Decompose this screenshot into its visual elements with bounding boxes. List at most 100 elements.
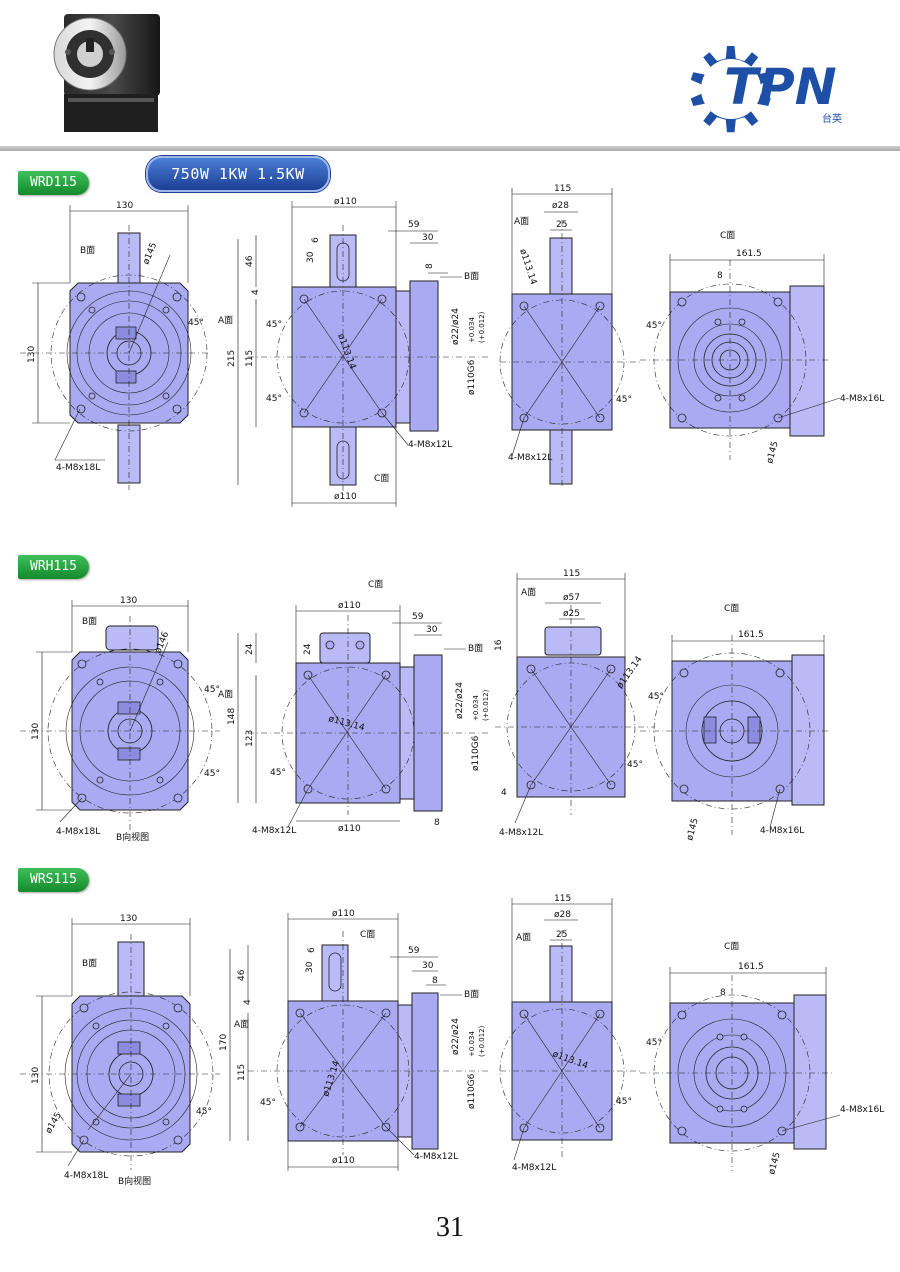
section-tag-wrs115: WRS115 <box>18 868 89 892</box>
dim-top-dia: ø110 <box>334 197 357 207</box>
dim-key: 8 <box>720 988 726 998</box>
dim-circle: ø145 <box>44 1111 64 1136</box>
tol-lower: (+0.012) <box>478 1025 486 1057</box>
dim-bottom-dia: ø110 <box>332 1156 355 1166</box>
dim-height: 130 <box>27 346 37 363</box>
dim-mid-h: 115 <box>237 1064 247 1081</box>
flange <box>409 280 439 432</box>
dim-pilot: ø110G6 <box>467 1073 477 1109</box>
bolt-spec: 4-M8x16L <box>840 1105 884 1115</box>
bolt-spec: 4-M8x18L <box>56 827 100 837</box>
angle-label: 45° <box>627 760 643 770</box>
dim-30: 30 <box>422 961 434 971</box>
power-rating-badge: 750W 1KW 1.5KW <box>146 156 330 192</box>
page-number: 31 <box>436 1212 464 1243</box>
label-b: B面 <box>80 245 95 256</box>
dim-width: 130 <box>120 914 137 924</box>
angle-label: 45° <box>616 1097 632 1107</box>
label-c: C面 <box>374 473 389 484</box>
wrh115-view-c: 161.5 C面 45° ø145 4-M8x16L <box>640 603 830 842</box>
dim-height: 130 <box>31 1067 41 1084</box>
dim-30: 30 <box>422 233 434 243</box>
dim-59: 59 <box>412 612 424 622</box>
dim-8: 8 <box>425 263 435 269</box>
wrd115-view-c: 161.5 C面 8 45° ø145 4-M8x16L <box>640 230 884 465</box>
tol-lower: (+0.012) <box>478 311 486 343</box>
dim-key: 25 <box>556 930 567 940</box>
dim-top-dia: ø110 <box>332 909 355 919</box>
label-a: A面 <box>516 932 531 943</box>
dim-h3: 6 <box>311 237 321 243</box>
dim-h2: 24 <box>303 643 313 655</box>
dim-h1: 46 <box>237 969 247 981</box>
dim-circle: ø145 <box>142 241 160 266</box>
angle-label: 45° <box>646 321 662 331</box>
dim-width: 161.5 <box>738 630 764 640</box>
logo-text: TPN <box>724 58 837 116</box>
dim-mid-h: 115 <box>245 350 255 367</box>
dim-shaft: ø28 <box>552 201 569 211</box>
dim-h2: 30 <box>305 961 315 973</box>
dim-59: 59 <box>408 220 420 230</box>
dim-pilot: ø110G6 <box>471 735 481 771</box>
angle-label: 45° <box>616 395 632 405</box>
angle-top: 45° <box>204 685 220 695</box>
wrd115-view-side: ø110 ø110 59 30 8 B面 A面 215 46 115 30 6 … <box>218 197 488 507</box>
tpn-logo: TPN 台英 <box>690 46 842 133</box>
label-c: C面 <box>720 230 735 241</box>
dim-width: 130 <box>116 201 133 211</box>
label-c: C面 <box>724 603 739 614</box>
label-a: A面 <box>521 587 536 598</box>
logo-subtext: 台英 <box>822 112 842 125</box>
section-tag-wrh115: WRH115 <box>18 555 89 579</box>
dim-width: 115 <box>554 184 571 194</box>
dim-top-dia: ø110 <box>338 601 361 611</box>
dim-width: 161.5 <box>738 962 764 972</box>
angle-label: 45° <box>196 1107 212 1117</box>
dim-key: ø25 <box>563 609 580 619</box>
gear-icon <box>690 46 771 133</box>
tol-upper: +0.034 <box>468 1031 476 1057</box>
dim-h1: 24 <box>245 643 255 655</box>
bolt-spec: 4-M8x16L <box>760 826 804 836</box>
dim-mid-h: 123 <box>245 730 255 747</box>
dim-total-h: 215 <box>227 350 237 367</box>
dim-bottom-dia: ø110 <box>338 824 361 834</box>
view-caption: B向视图 <box>118 1175 151 1187</box>
view-caption: B向视图 <box>116 831 149 843</box>
dim-pcd: ø113.14 <box>517 248 538 287</box>
dim-shaft: ø57 <box>563 593 580 603</box>
dim-total-h: 148 <box>227 708 237 725</box>
dim-width: 115 <box>554 894 571 904</box>
dim-circle: ø145 <box>765 440 781 465</box>
dim-8: 8 <box>432 976 438 986</box>
dim-h4: 4 <box>243 999 253 1005</box>
wrh115-view-a: 115 ø57 ø25 A面 16 4 ø113.14 45° 4-M8x12L <box>494 569 655 838</box>
dim-59: 59 <box>408 946 420 956</box>
dim-width: 115 <box>563 569 580 579</box>
bolt-spec: 4-M8x18L <box>64 1171 108 1181</box>
wrs115-view-c: 161.5 C面 8 45° ø145 4-M8x16L <box>640 941 884 1176</box>
angle-top: 45° <box>266 320 282 330</box>
bolt-spec: 4-M8x12L <box>508 453 552 463</box>
label-a: A面 <box>514 216 529 227</box>
label-c: C面 <box>360 929 375 940</box>
tol-upper: +0.034 <box>468 317 476 343</box>
dim-h: 16 <box>494 639 504 651</box>
angle-label: 45° <box>188 318 204 328</box>
bolt-spec: 4-M8x12L <box>414 1152 458 1162</box>
dim-width: 130 <box>120 596 137 606</box>
dim-pilot: ø110G6 <box>467 359 477 395</box>
dim-key: 25 <box>556 220 567 230</box>
angle-label: 45° <box>646 1038 662 1048</box>
label-b: B面 <box>82 616 97 627</box>
label-a: A面 <box>218 315 233 326</box>
dim-key: 8 <box>717 271 723 281</box>
label-b: B面 <box>82 958 97 969</box>
header-divider <box>0 146 900 151</box>
label-b: B面 <box>464 271 479 282</box>
wrs115-view-a: 115 ø28 25 A面 ø113.14 45° 4-M8x12L <box>499 894 640 1173</box>
wrd115-view-b: 130 B面 ø145 45° 130 4-M8x18L <box>20 201 210 490</box>
dim-h2: 30 <box>306 251 316 263</box>
